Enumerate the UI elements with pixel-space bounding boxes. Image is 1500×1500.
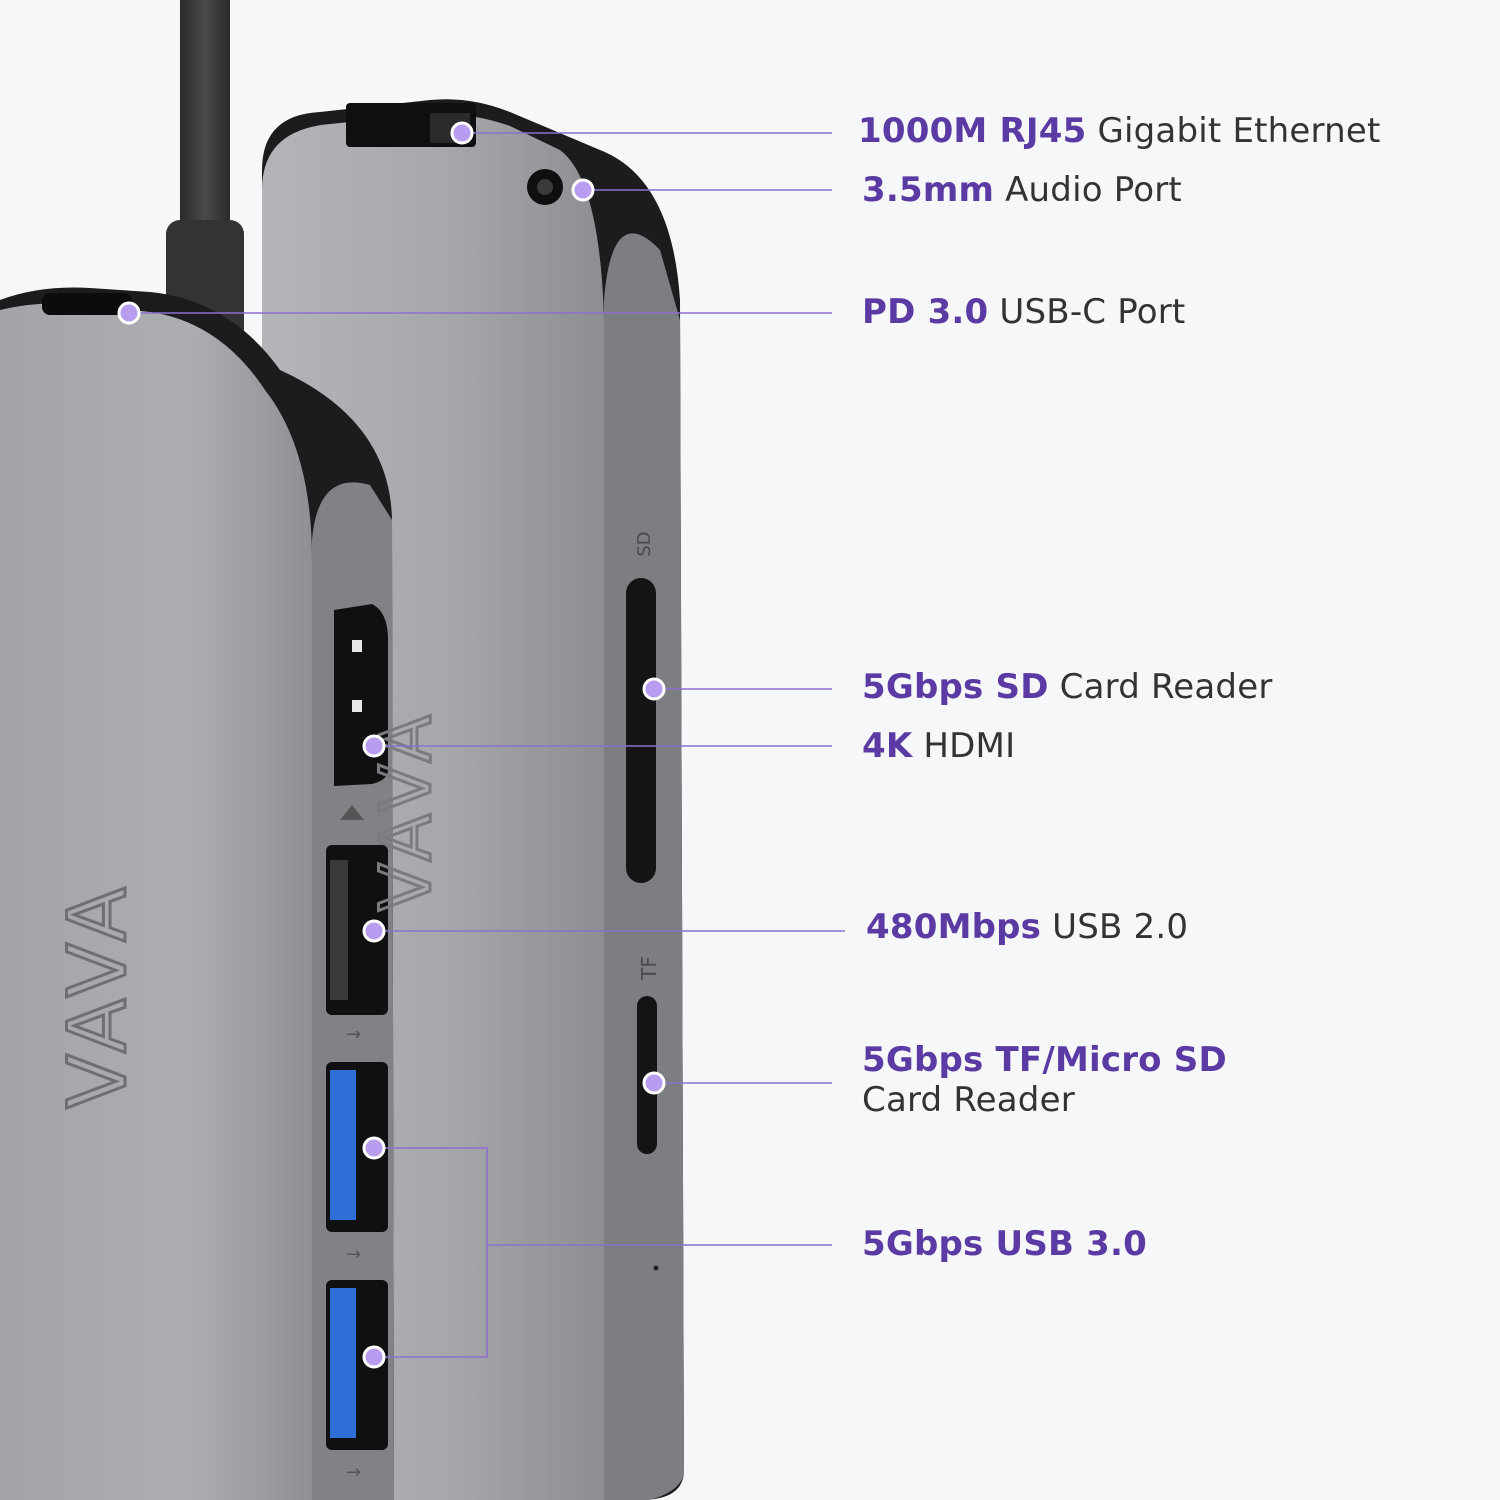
label-audio-name: Audio Port: [994, 170, 1182, 210]
tf-slot-mark: TF: [637, 956, 661, 981]
dot-pd: [117, 301, 141, 325]
label-sd: 5Gbps SD Card Reader: [862, 667, 1273, 707]
usb-c-cable: [180, 0, 230, 240]
sd-slot-mark: SD: [634, 531, 655, 556]
sd-slot: [626, 578, 656, 883]
label-usb2-name: USB 2.0: [1041, 907, 1189, 947]
dot-sd: [642, 677, 666, 701]
dot-usb3-2: [362, 1345, 386, 1369]
label-ethernet-name: Gigabit Ethernet: [1086, 111, 1381, 151]
label-usb3-spec: 5Gbps USB 3.0: [862, 1224, 1147, 1264]
dot-usb2: [362, 919, 386, 943]
label-usb2: 480Mbps USB 2.0: [866, 907, 1188, 947]
label-ethernet-spec: 1000M RJ45: [858, 111, 1087, 151]
label-tf-name: Card Reader: [862, 1080, 1075, 1120]
usb-c-port: [42, 293, 132, 315]
label-audio: 3.5mm Audio Port: [862, 170, 1182, 210]
callout-lines: [129, 132, 845, 1358]
label-hdmi: 4K HDMI: [862, 726, 1015, 766]
hdmi-icon: [340, 805, 364, 820]
dot-ethernet: [450, 121, 474, 145]
label-tf-spec: 5Gbps TF/Micro SD: [862, 1040, 1227, 1080]
label-sd-name: Card Reader: [1048, 667, 1273, 707]
front-hub-face: [0, 303, 312, 1500]
label-sd-spec: 5Gbps SD: [862, 667, 1049, 707]
brand-logo-front: VAVA: [51, 881, 144, 1109]
label-usb2-spec: 480Mbps: [866, 907, 1042, 947]
label-tf: 5Gbps TF/Micro SD Card Reader: [862, 1040, 1227, 1120]
label-pd-name: USB-C Port: [988, 292, 1186, 332]
dot-tf: [642, 1071, 666, 1095]
label-pd: PD 3.0 USB-C Port: [862, 292, 1185, 332]
label-audio-spec: 3.5mm: [862, 170, 995, 210]
label-hdmi-spec: 4K: [862, 726, 913, 766]
dot-audio: [571, 178, 595, 202]
label-pd-spec: PD 3.0: [862, 292, 989, 332]
usb-icon: →: [346, 1462, 361, 1483]
leader-usb3-bracket: [374, 1147, 488, 1358]
front-hub: → → →: [0, 287, 394, 1500]
label-hdmi-name: HDMI: [912, 726, 1016, 766]
label-ethernet: 1000M RJ45 Gigabit Ethernet: [858, 111, 1381, 151]
dot-usb3-1: [362, 1136, 386, 1160]
callout-dots: [117, 121, 666, 1369]
dot-hdmi: [362, 734, 386, 758]
usb-icon: →: [346, 1024, 361, 1045]
status-led: [653, 1265, 659, 1271]
label-usb3: 5Gbps USB 3.0: [862, 1224, 1147, 1264]
usb-icon: →: [346, 1244, 361, 1265]
